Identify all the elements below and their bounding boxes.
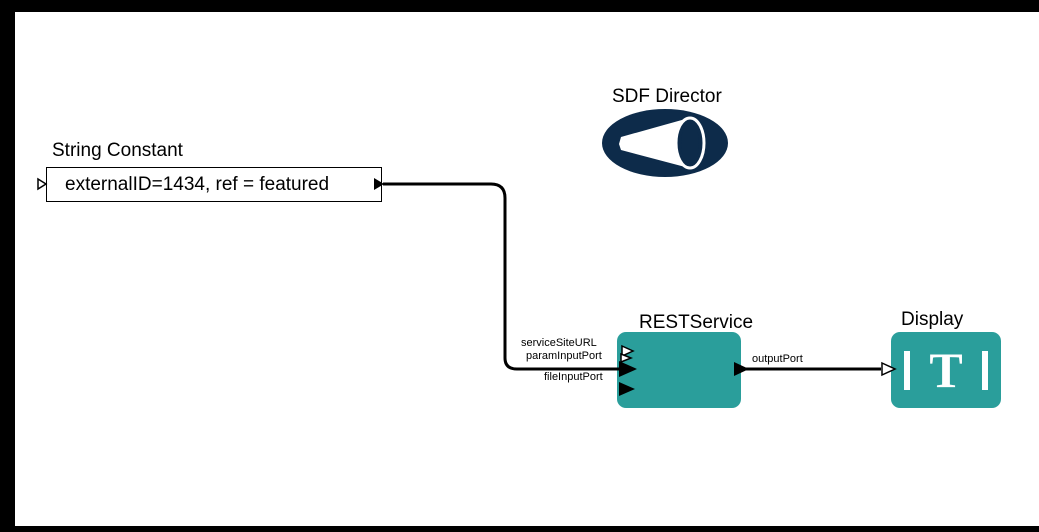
connection-wires[interactable] [383, 182, 881, 371]
display-title: Display [901, 309, 964, 330]
director-icon[interactable] [602, 109, 728, 177]
workflow-canvas[interactable]: SDF Director String Constant externalID=… [15, 12, 1039, 526]
param-input-port[interactable] [620, 352, 634, 364]
string-constant-actor[interactable]: externalID=1434, ref = featured [46, 167, 382, 202]
director-label: SDF Director [612, 86, 722, 107]
rest-service-actor[interactable] [617, 332, 741, 408]
display-bar-left [904, 351, 910, 390]
port-label-service-site-url: serviceSiteURL [521, 337, 597, 349]
port-label-output-port: outputPort [752, 353, 803, 365]
port-label-file-input-port: fileInputPort [544, 371, 603, 383]
string-constant-output-port[interactable] [374, 178, 384, 190]
string-constant-trigger-port[interactable] [37, 177, 48, 191]
rest-service-output-port[interactable] [734, 362, 749, 376]
service-site-url-port[interactable] [621, 344, 635, 358]
param-input-port-connected[interactable] [619, 361, 637, 377]
string-constant-value: externalID=1434, ref = featured [65, 174, 330, 195]
rest-service-title: RESTService [639, 312, 754, 333]
file-input-port[interactable] [619, 382, 635, 396]
display-actor[interactable]: T [891, 332, 1001, 408]
display-input-port[interactable] [881, 361, 897, 377]
port-label-param-input-port: paramInputPort [526, 350, 602, 362]
display-icon-letter: T [929, 342, 963, 398]
string-constant-title: String Constant [52, 140, 183, 161]
display-bar-right [982, 351, 988, 390]
